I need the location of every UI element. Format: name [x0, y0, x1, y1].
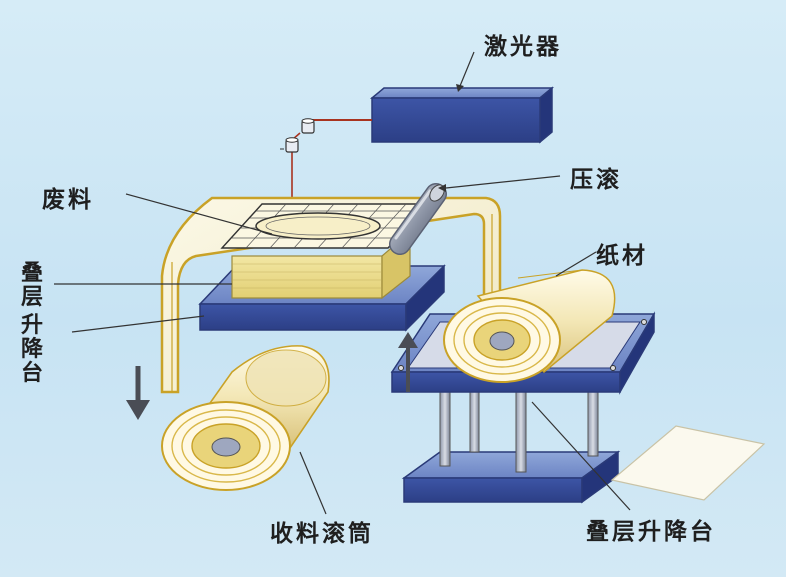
mirror-lower-icon	[280, 137, 299, 153]
label-paper: 纸材	[596, 243, 648, 269]
take-up-roller	[161, 345, 330, 491]
cutting-grid	[220, 203, 430, 249]
label-lift-left: 升降台	[20, 313, 43, 386]
label-stack-lift-right: 叠层升降台	[586, 519, 716, 545]
down-arrow-icon	[126, 366, 150, 420]
pointer-paper	[555, 251, 597, 277]
press-roller-icon	[389, 183, 447, 255]
pointer-waste	[125, 193, 273, 235]
pointer-lines	[54, 51, 631, 515]
up-arrow-icon	[398, 332, 418, 392]
label-press-roller: 压滚	[570, 167, 622, 193]
label-waste: 废料	[42, 187, 94, 213]
laser-unit	[369, 86, 555, 144]
pointer-take-up-roller	[299, 451, 327, 515]
mirror-upper-icon	[301, 118, 315, 134]
blank-sheet	[610, 425, 766, 501]
label-stack-left: 叠层	[20, 261, 43, 310]
pointer-lift-left	[71, 315, 205, 333]
pointer-lift-right	[531, 401, 631, 511]
pointer-press-roller	[445, 175, 561, 189]
paper-supply-roll	[443, 269, 616, 383]
laminated-stack-block	[231, 230, 411, 300]
pointer-laser	[459, 51, 475, 87]
label-laser: 激光器	[484, 34, 562, 60]
label-take-up-roller: 收料滚筒	[270, 521, 374, 547]
